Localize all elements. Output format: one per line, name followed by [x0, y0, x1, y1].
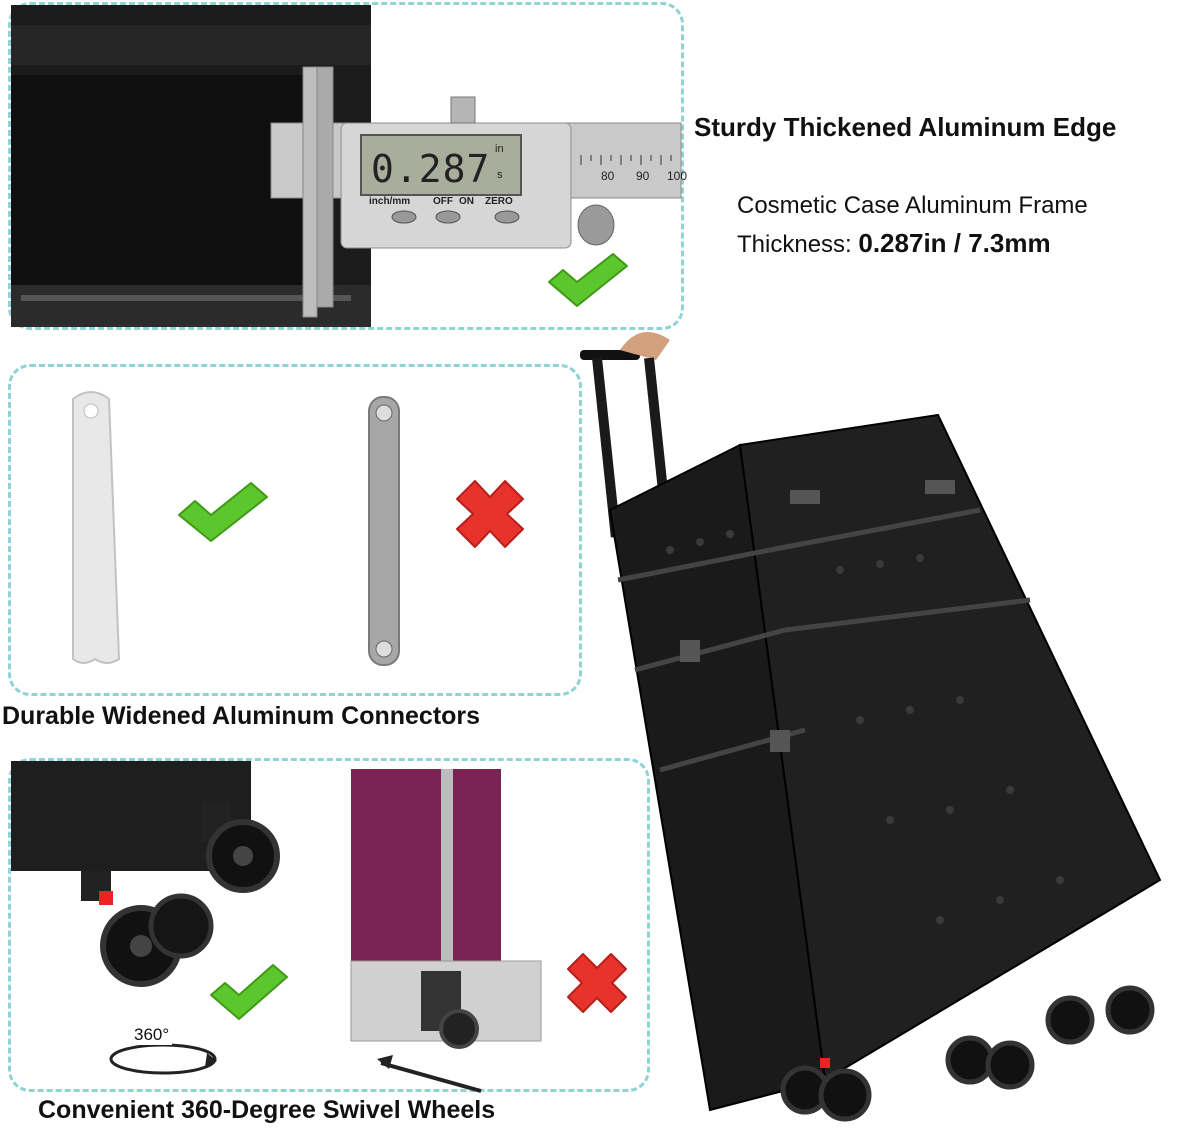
caliper-zero-label: ZERO [485, 196, 513, 207]
connectors-panel [8, 364, 582, 696]
wheels-heading: Convenient 360-Degree Swivel Wheels [38, 1096, 496, 1124]
caliper-reading: 0.287 [371, 147, 491, 191]
caliper-off-label: OFF [433, 196, 453, 207]
frame-spec-thickness: Thickness: 0.287in / 7.3mm [737, 228, 1051, 259]
frame-spec-line1: Cosmetic Case Aluminum Frame [737, 192, 1088, 219]
rotation-indicator: 360° [103, 1025, 223, 1086]
caliper-unit-bottom: s [497, 169, 503, 181]
edge-heading: Sturdy Thickened Aluminum Edge [694, 112, 1117, 142]
rotate-icon [109, 1043, 217, 1075]
cross-icon [456, 480, 524, 548]
caliper-mode-label: inch/mm [369, 196, 411, 207]
caliper-scale-100: 100 [667, 169, 688, 183]
connector-bad [368, 396, 400, 666]
wheels-panel: 360° [8, 758, 650, 1093]
caliper-unit-top: in [495, 143, 504, 155]
edge-photo-panel: 0.287 in s inch/mm OFF ON ZERO 80 90 100 [8, 2, 688, 330]
caliper-photo [11, 5, 682, 327]
caliper-scale-80: 80 [601, 169, 615, 183]
thickness-label: Thickness: [737, 231, 859, 258]
cross-icon [567, 953, 627, 1013]
check-icon [178, 482, 268, 542]
caliper-scale-90: 90 [636, 169, 650, 183]
wheels-photo-good [11, 761, 280, 987]
check-icon [210, 964, 288, 1020]
connectors-heading: Durable Widened Aluminum Connectors [2, 702, 481, 730]
wheels-photo-bad [350, 769, 542, 1093]
check-icon [548, 253, 628, 307]
thickness-value: 0.287in / 7.3mm [858, 228, 1051, 258]
rotation-label: 360° [131, 1025, 173, 1045]
trolley-case-photo [580, 332, 1162, 1122]
connector-good [72, 391, 121, 664]
caliper-on-label: ON [459, 196, 474, 207]
